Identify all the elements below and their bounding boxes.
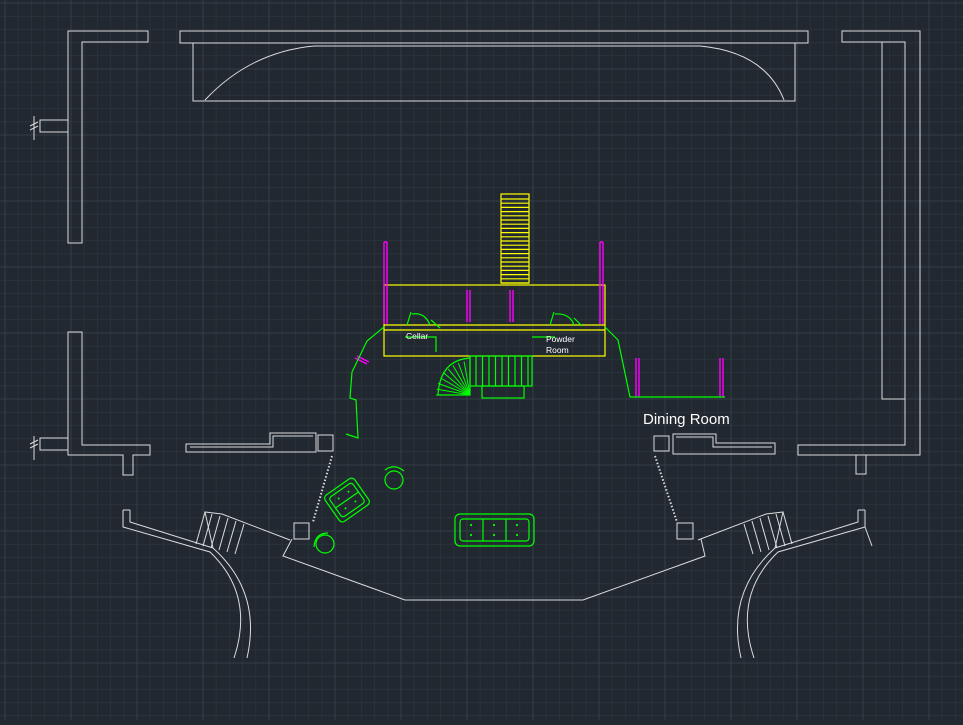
sliding-doors	[312, 455, 678, 523]
sofa	[454, 513, 535, 547]
label-dining-room: Dining Room	[643, 411, 730, 428]
lounge-chair	[324, 477, 370, 523]
label-cellar: Cellar	[406, 331, 428, 341]
label-powder-room-line2: Room	[546, 345, 569, 355]
straight-stair-treads	[501, 198, 529, 284]
partitions	[354, 241, 724, 397]
label-powder-room-line1: Powder	[546, 334, 575, 344]
spiral-stair	[436, 355, 533, 399]
room-labels: Cellar Powder Room Dining Room	[406, 331, 730, 428]
exterior-walls	[29, 30, 921, 659]
central-core	[383, 193, 606, 357]
interior-fixtures	[313, 311, 725, 554]
